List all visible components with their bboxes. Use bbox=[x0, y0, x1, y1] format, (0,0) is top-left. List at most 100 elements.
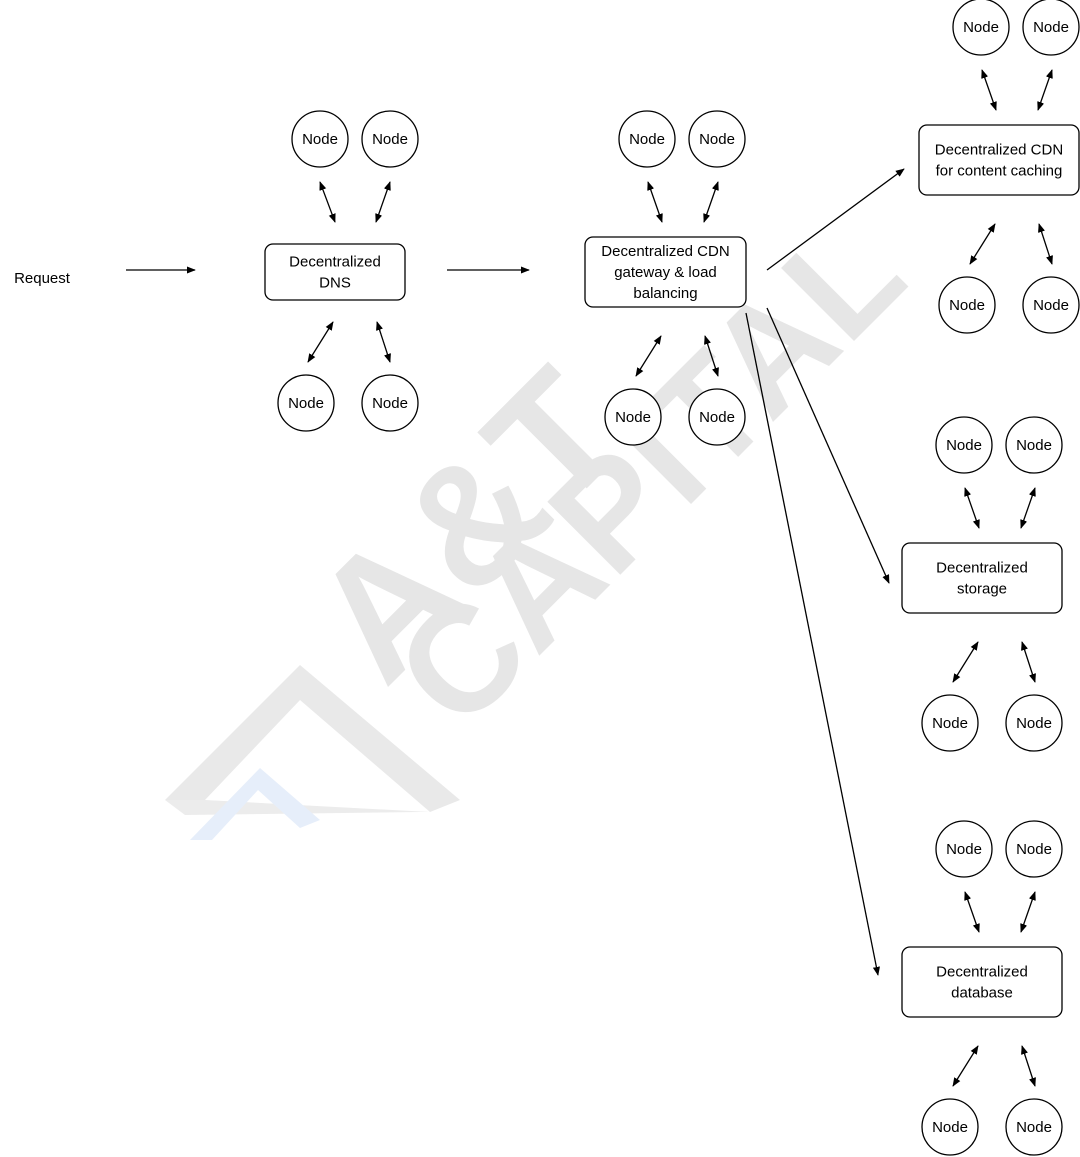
storage-node-link-1 bbox=[964, 487, 980, 529]
gateway-box bbox=[584, 236, 747, 308]
storage-node-circle bbox=[1005, 416, 1063, 474]
storage-node-label: Node bbox=[1016, 437, 1052, 454]
storage-node-label: Node bbox=[932, 715, 968, 732]
database-node-label: Node bbox=[1016, 841, 1052, 858]
storage-node-4: Node bbox=[1005, 694, 1063, 752]
database-node-circle bbox=[1005, 1098, 1063, 1156]
dns-node-circle bbox=[361, 374, 419, 432]
gateway-node-2: Node bbox=[688, 110, 746, 168]
storage-node-circle bbox=[1005, 694, 1063, 752]
gateway-node-label: Node bbox=[699, 409, 735, 426]
dns-node-link-4 bbox=[376, 321, 391, 363]
gateway-node-1: Node bbox=[618, 110, 676, 168]
database-node-label: Node bbox=[1016, 1119, 1052, 1136]
gateway-node-link-4 bbox=[704, 335, 719, 377]
database-node-3: Node bbox=[921, 1098, 979, 1156]
database-node-2: Node bbox=[1005, 820, 1063, 878]
storage-label-line-1: Decentralized bbox=[936, 560, 1028, 577]
gateway-node-3: Node bbox=[604, 388, 662, 446]
storage-node-1: Node bbox=[935, 416, 993, 474]
database-node-circle bbox=[1005, 820, 1063, 878]
database-label-line-1: Decentralized bbox=[936, 964, 1028, 981]
gateway-node-label: Node bbox=[629, 131, 665, 148]
cdn-node-label: Node bbox=[963, 19, 999, 36]
storage-node-link-3 bbox=[952, 641, 979, 683]
cdn-node-label: Node bbox=[1033, 297, 1069, 314]
flow-arrow-gateway-to-cdn bbox=[766, 168, 905, 271]
dns-node-2: Node bbox=[361, 110, 419, 168]
cdn-label-line-1: Decentralized CDN bbox=[935, 142, 1063, 159]
cdn-node-circle bbox=[1022, 0, 1080, 56]
cdn-node-link-3 bbox=[969, 223, 996, 265]
gateway-node-label: Node bbox=[699, 131, 735, 148]
gateway-node-label: Node bbox=[615, 409, 651, 426]
database-node-link-3 bbox=[952, 1045, 979, 1087]
dns-node-circle bbox=[291, 110, 349, 168]
dns-node-circle bbox=[277, 374, 335, 432]
database-node-label: Node bbox=[932, 1119, 968, 1136]
storage-node-link-2 bbox=[1020, 487, 1036, 529]
cdn-node-3: Node bbox=[938, 276, 996, 334]
dns-node-3: Node bbox=[277, 374, 335, 432]
gateway-node-link-1 bbox=[647, 181, 663, 223]
storage-label-line-2: storage bbox=[957, 581, 1007, 598]
flow-arrows bbox=[126, 168, 905, 976]
gateway-label-line-3: balancing bbox=[633, 285, 697, 302]
watermark-triangle-icon bbox=[165, 665, 460, 840]
database-box bbox=[901, 946, 1063, 1018]
dns-node-link-2 bbox=[375, 181, 391, 223]
gateway-label-line-1: Decentralized CDN bbox=[601, 243, 729, 260]
database-node-circle bbox=[935, 820, 993, 878]
cdn-node-link-4 bbox=[1038, 223, 1053, 265]
storage-node-link-4 bbox=[1021, 641, 1036, 683]
dns-node-link-1 bbox=[319, 181, 336, 223]
cdn-node-label: Node bbox=[949, 297, 985, 314]
storage-node-2: Node bbox=[1005, 416, 1063, 474]
gateway-node-link-2 bbox=[703, 181, 719, 223]
dns-box bbox=[264, 243, 406, 301]
cdn-node-link-1 bbox=[981, 69, 997, 111]
cdn-node-circle bbox=[938, 276, 996, 334]
gateway-node-link-3 bbox=[635, 335, 662, 377]
flow-arrow-gateway-to-storage bbox=[766, 307, 890, 584]
database-node-circle bbox=[921, 1098, 979, 1156]
cdn-node-link-2 bbox=[1037, 69, 1053, 111]
cdn-node-circle bbox=[1022, 276, 1080, 334]
gateway-node-4: Node bbox=[688, 388, 746, 446]
database-node-link-1 bbox=[964, 891, 980, 933]
storage-node-circle bbox=[921, 694, 979, 752]
storage-box bbox=[901, 542, 1063, 614]
dns-node-label: Node bbox=[372, 395, 408, 412]
cdn-label-line-2: for content caching bbox=[936, 163, 1063, 180]
database-node-1: Node bbox=[935, 820, 993, 878]
storage-node-label: Node bbox=[1016, 715, 1052, 732]
dns-node-4: Node bbox=[361, 374, 419, 432]
database-node-4: Node bbox=[1005, 1098, 1063, 1156]
cdn-node-4: Node bbox=[1022, 276, 1080, 334]
request-label: Request bbox=[14, 270, 71, 287]
dns-node-label: Node bbox=[288, 395, 324, 412]
database-node-link-4 bbox=[1021, 1045, 1036, 1087]
storage-node-label: Node bbox=[946, 437, 982, 454]
dns-node-circle bbox=[361, 110, 419, 168]
flow-arrow-gateway-to-database bbox=[745, 312, 880, 976]
cdn-node-1: Node bbox=[952, 0, 1010, 56]
database-node-label: Node bbox=[946, 841, 982, 858]
gateway-node-circle bbox=[688, 388, 746, 446]
gateway-node-circle bbox=[618, 110, 676, 168]
cdn-box bbox=[918, 124, 1080, 196]
cdn-node-label: Node bbox=[1033, 19, 1069, 36]
dns-label-line-1: Decentralized bbox=[289, 254, 381, 271]
gateway-node-circle bbox=[604, 388, 662, 446]
dns-node-link-3 bbox=[307, 321, 334, 363]
database-label-line-2: database bbox=[951, 985, 1013, 1002]
storage-node-3: Node bbox=[921, 694, 979, 752]
